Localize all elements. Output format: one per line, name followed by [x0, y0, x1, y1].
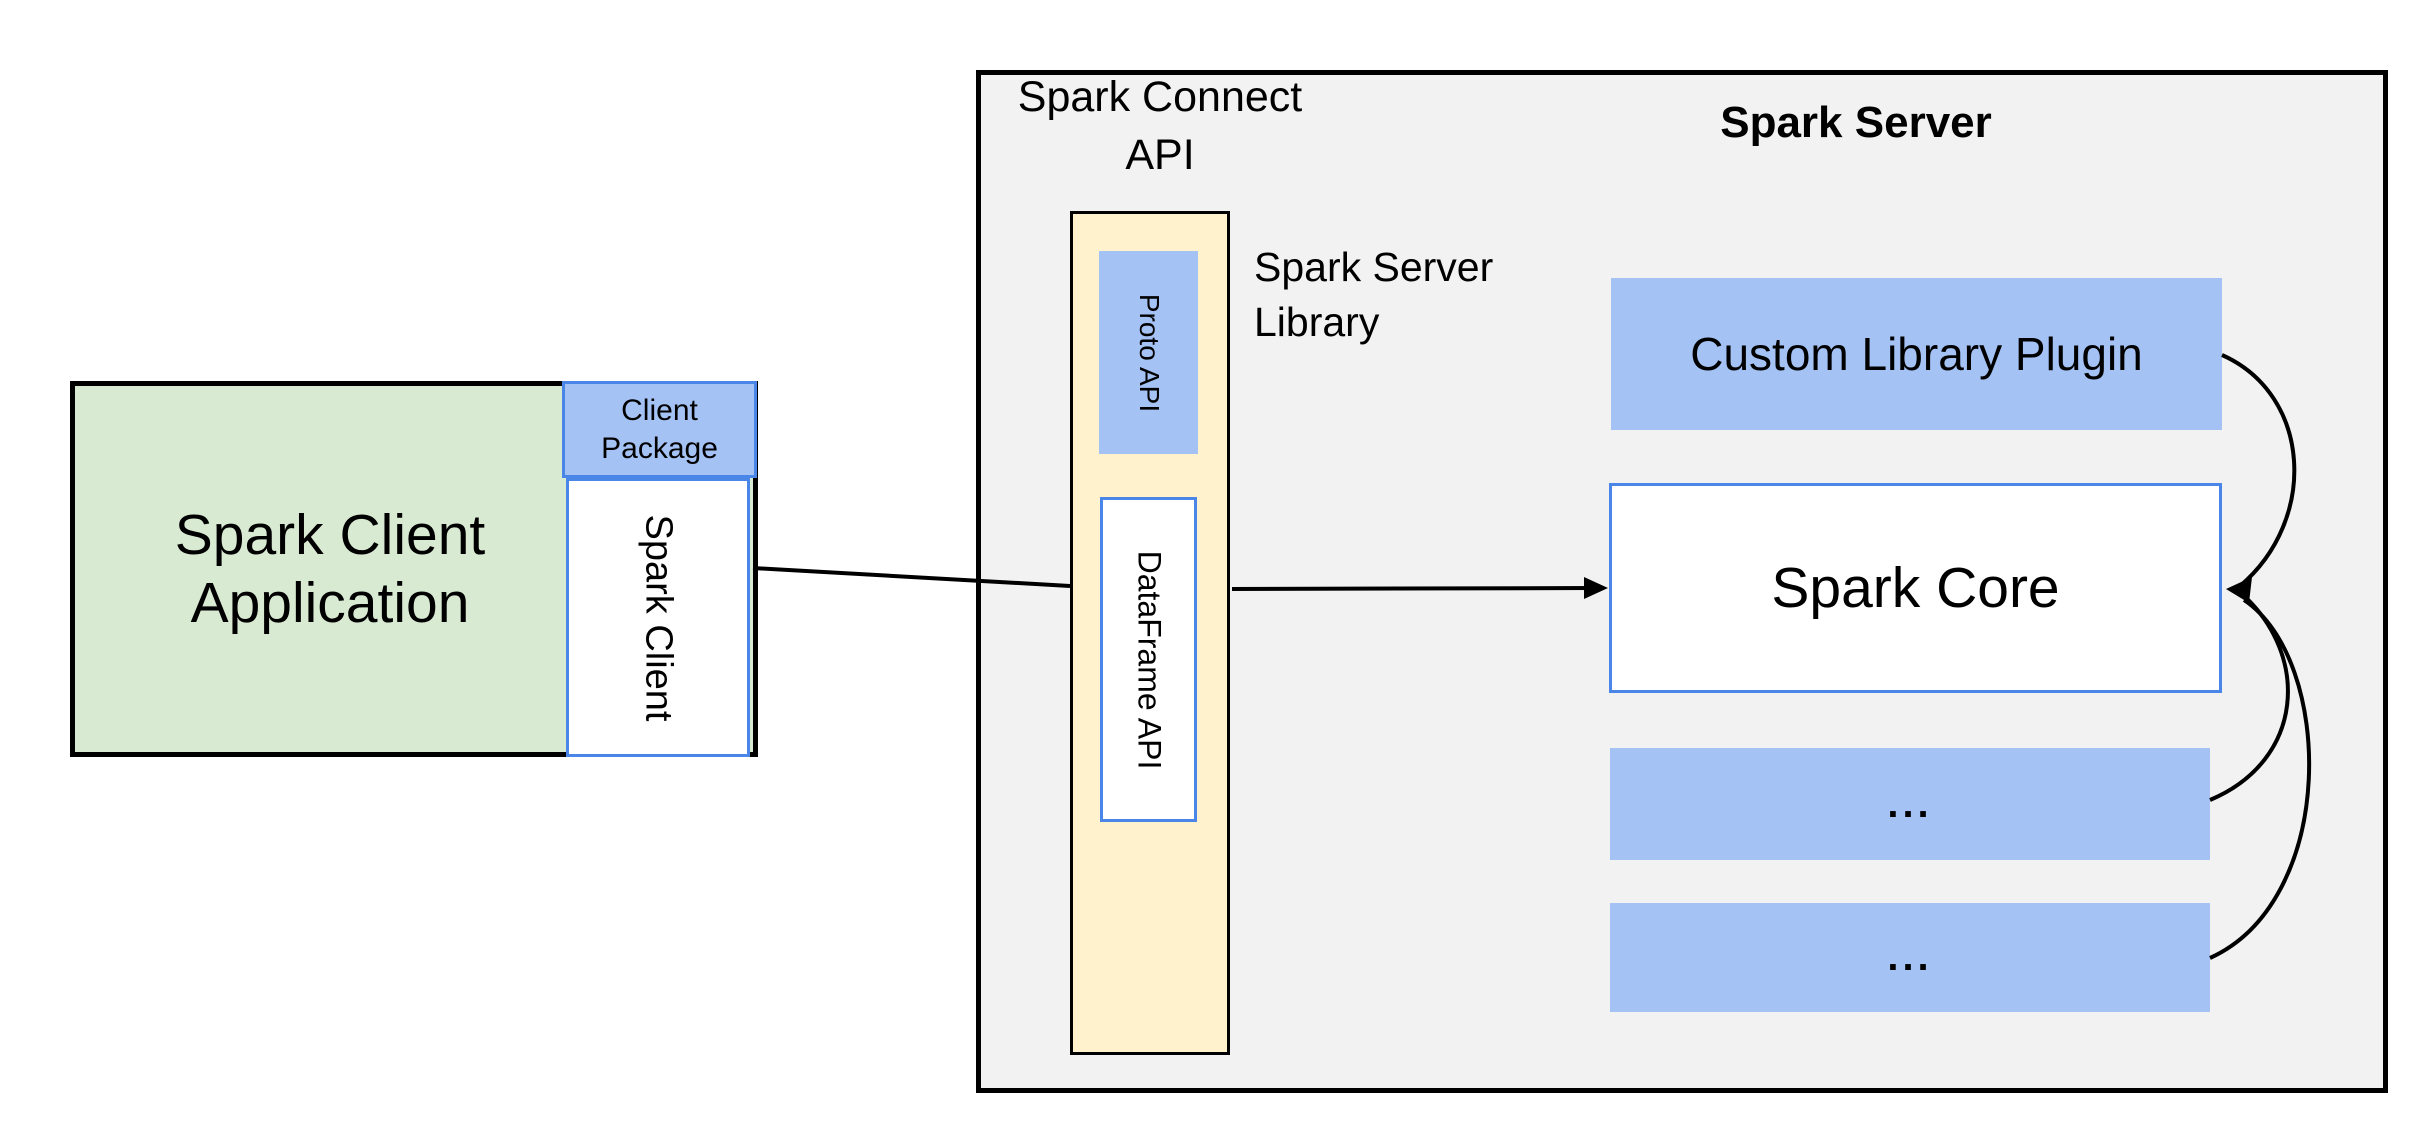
spark-client-application-title: Spark Client Application: [174, 502, 486, 635]
spark-client-label: Spark Client: [637, 514, 680, 721]
spark-server-library-label: Spark Server Library: [1254, 244, 1494, 346]
proto-api-label: Proto API: [1133, 293, 1165, 412]
spark-connect-api-label: Spark Connect API: [1017, 73, 1303, 180]
proto-api-box: Proto API: [1099, 251, 1198, 454]
spark-core-box: Spark Core: [1609, 483, 2222, 693]
more-plugins-box-1: ...: [1610, 748, 2210, 860]
spark-client-box: Spark Client: [566, 478, 750, 757]
more-plugins-box-2: ...: [1610, 903, 2210, 1012]
client-package-box: [562, 381, 757, 478]
spark-server-title: Spark Server: [1720, 98, 1992, 147]
client-package-label: Client Package: [601, 394, 718, 465]
dataframe-api-box: DataFrame API: [1100, 497, 1197, 822]
dataframe-api-label: DataFrame API: [1131, 550, 1167, 769]
custom-library-plugin-box: Custom Library Plugin: [1611, 278, 2222, 430]
